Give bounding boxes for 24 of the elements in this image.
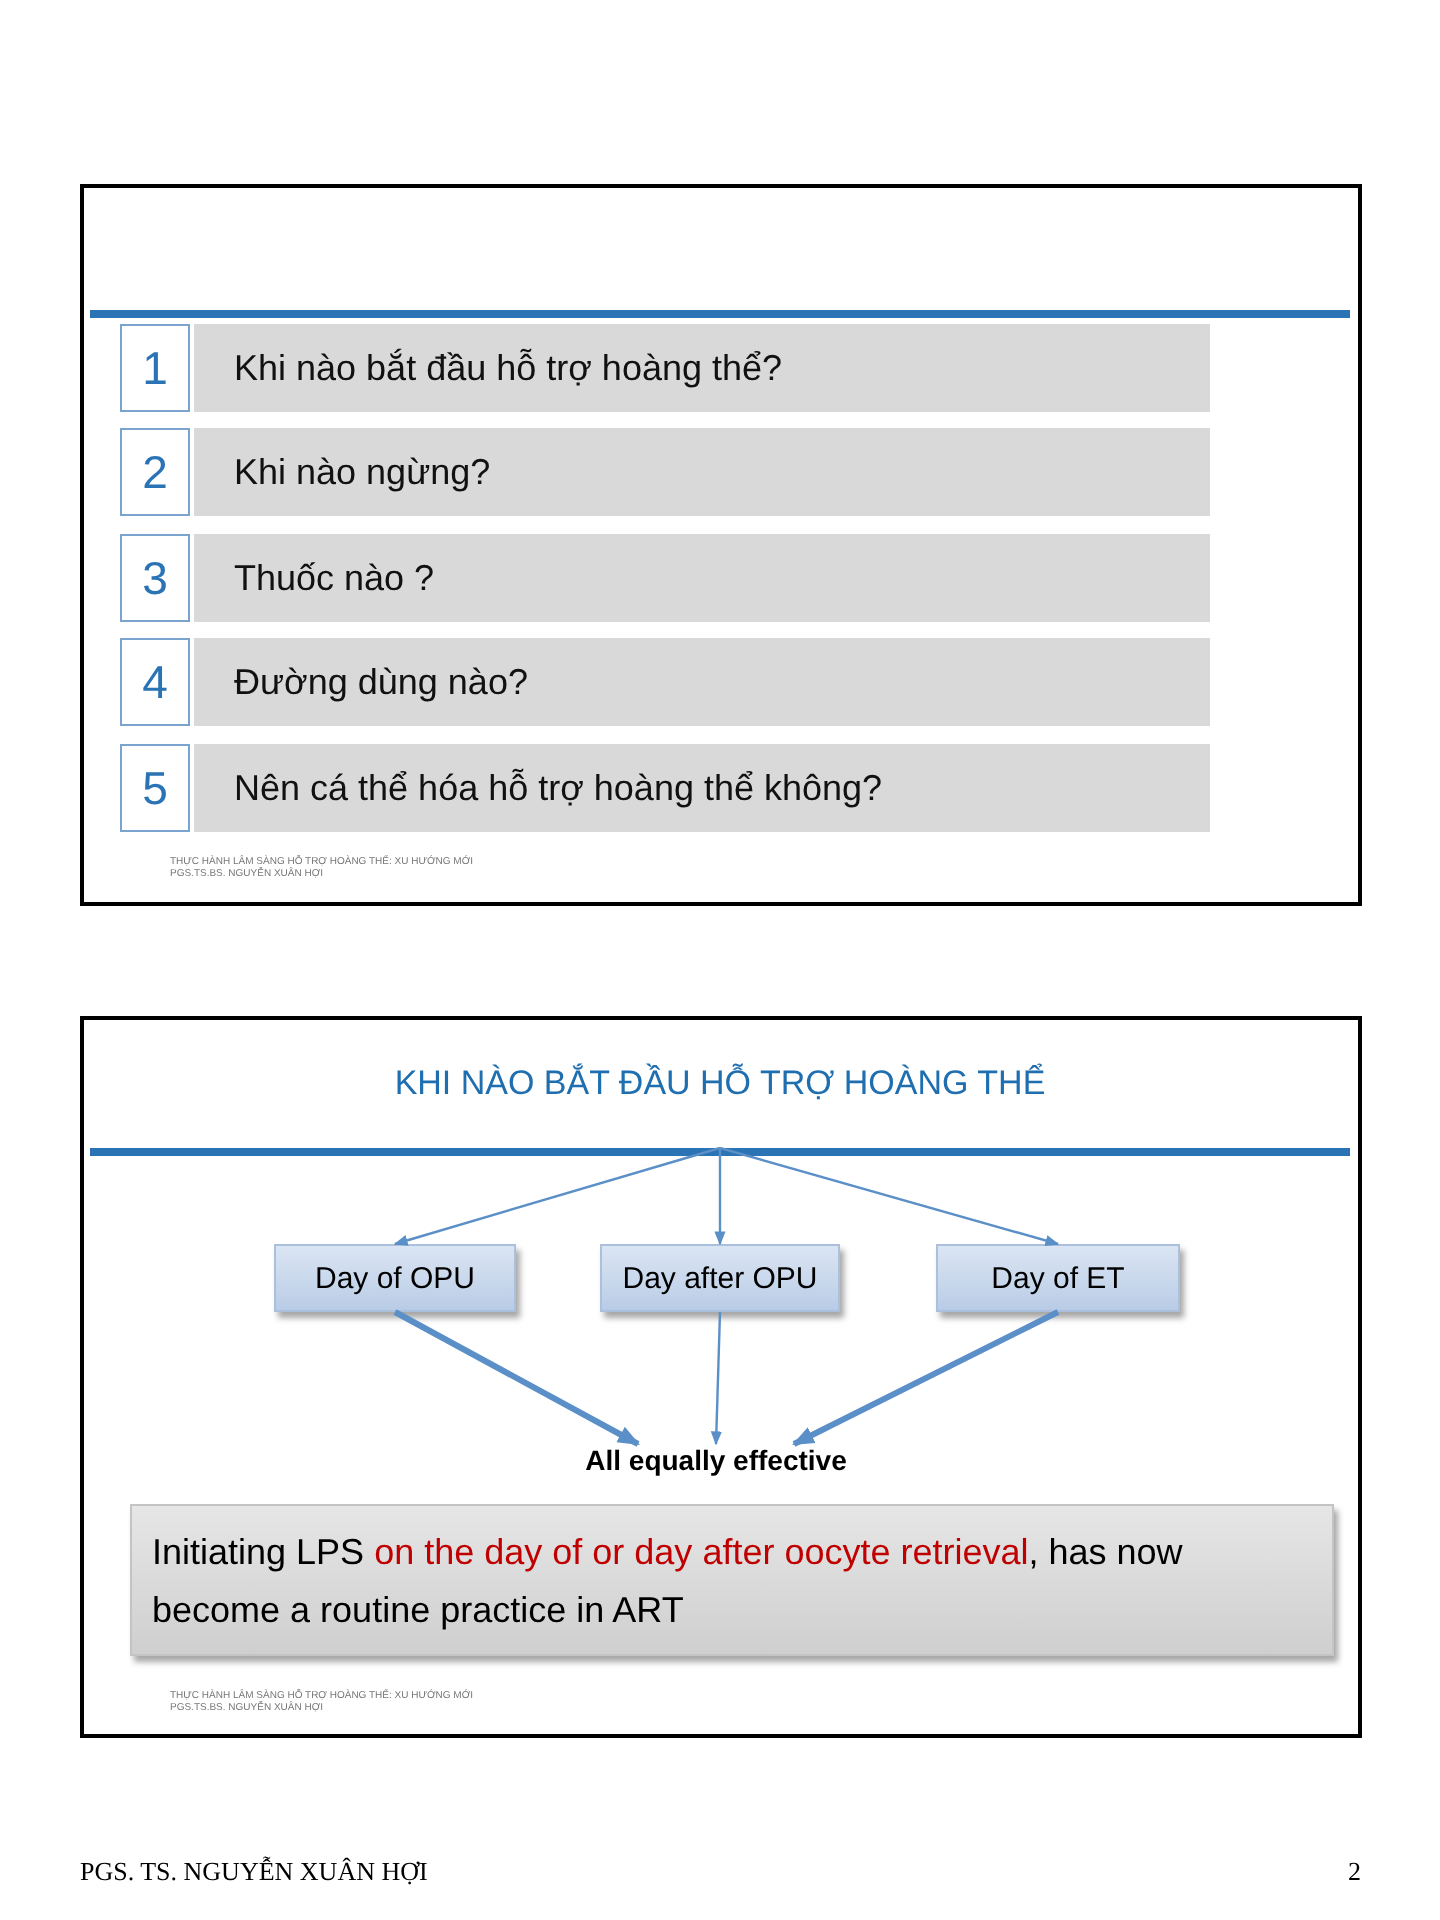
question-band: Khi nào ngừng?	[194, 428, 1210, 516]
arrow	[719, 1146, 1060, 1246]
question-band: Khi nào bắt đầu hỗ trợ hoàng thể?	[194, 324, 1210, 412]
item-number: 5	[120, 744, 190, 832]
option-box: Day of OPU	[274, 1244, 516, 1312]
item-number: 4	[120, 638, 190, 726]
conclusion-text: All equally effective	[560, 1444, 872, 1484]
item-number: 2	[120, 428, 190, 516]
option-box: Day after OPU	[600, 1244, 840, 1312]
option-box: Day of ET	[936, 1244, 1180, 1312]
slide-title: KHI NÀO BẮT ĐẦU HỖ TRỢ HOÀNG THỂ	[300, 1064, 1140, 1148]
page-number: 2	[1348, 1856, 1361, 1888]
arrow	[393, 1309, 640, 1447]
item-number: 3	[120, 534, 190, 622]
item-number: 1	[120, 324, 190, 412]
question-band: Đường dùng nào?	[194, 638, 1210, 726]
arrow	[393, 1146, 721, 1246]
note-box: Initiating LPS on the day of or day after oocyte retrieval, has now become a routine practice in ART	[130, 1504, 1334, 1656]
arrow	[710, 1311, 722, 1446]
arrow	[792, 1309, 1060, 1447]
question-band: Nên cá thể hóa hỗ trợ hoàng thể không?	[194, 744, 1210, 832]
author-name: PGS. TS. NGUYỄN XUÂN HỢI	[80, 1856, 428, 1888]
question-band: Thuốc nào ?	[194, 534, 1210, 622]
arrow	[714, 1148, 726, 1246]
